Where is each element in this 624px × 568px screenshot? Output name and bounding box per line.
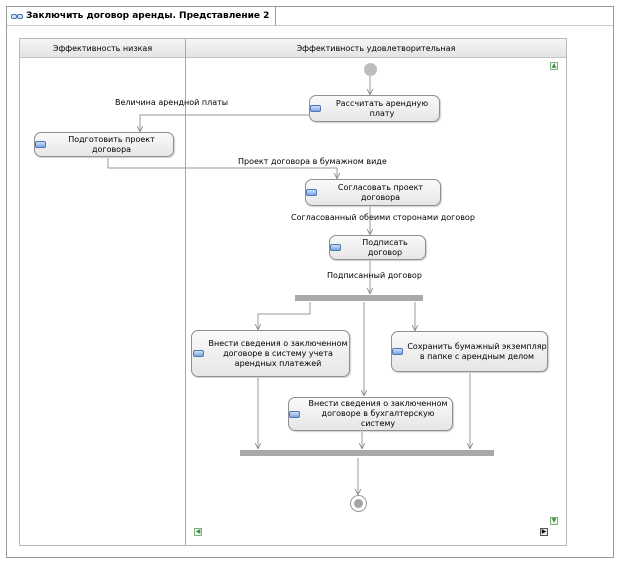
activity-label-line: Сохранить бумажный экземпляр (407, 341, 547, 351)
flow-label-signed-contract: Подписанный договор (327, 271, 422, 280)
activity-icon (289, 410, 300, 418)
activity-label-line: договоре в бухгалтерскую систему (321, 409, 435, 428)
flow-label-paper-draft: Проект договора в бумажном виде (238, 157, 387, 166)
activity-label: Сохранить бумажный экземпляр в папке с а… (407, 342, 546, 362)
activity-label-line: Внести сведения о заключенном (308, 399, 448, 408)
activity-icon (306, 189, 317, 196)
fork-bar[interactable] (295, 295, 423, 301)
flow-fork-to-record-rent (258, 302, 311, 329)
flow-calc-to-prepare (140, 114, 310, 131)
activity-label: Внести сведения о заключенном договоре в… (304, 399, 452, 429)
flow-prepare-to-approve (107, 156, 337, 178)
diagram-icon (11, 13, 23, 19)
activity-icon (35, 141, 46, 148)
activity-label-line: Внести сведения о заключенном (208, 338, 348, 348)
title-separator (7, 25, 613, 26)
lane-divider (185, 39, 186, 545)
activity-label: Согласовать проект договора (337, 182, 424, 202)
activity-icon (193, 350, 205, 357)
activity-label-line: арендных платежей (234, 358, 322, 368)
activity-save-paper[interactable]: Сохранить бумажный экземпляр в папке с а… (391, 331, 548, 372)
activity-icon (330, 244, 341, 251)
final-node-inner (354, 499, 363, 508)
activity-label-line: в папке с арендным делом (419, 351, 535, 361)
activity-prepare-draft[interactable]: Подготовить проект договора (34, 132, 174, 157)
initial-node[interactable] (364, 63, 377, 76)
activity-label: Рассчитать арендную плату (335, 98, 429, 118)
scroll-left-icon[interactable]: ◀ (194, 528, 202, 536)
join-bar[interactable] (240, 450, 494, 456)
activity-sign[interactable]: Подписать договор (329, 235, 426, 260)
activity-label: Внести сведения о заключенном договоре в… (208, 339, 347, 369)
final-node[interactable] (350, 495, 367, 512)
flow-label-rent-amount: Величина арендной платы (115, 98, 229, 107)
diagram-canvas[interactable] (19, 38, 567, 546)
activity-icon (310, 105, 321, 112)
lane-header-satisfactory: Эффективность удовлетворительная (186, 39, 566, 58)
activity-label-line: договоре в систему учета (223, 348, 333, 358)
activity-icon (392, 348, 404, 355)
lane-header-low: Эффективность низкая (20, 39, 185, 58)
scroll-down-icon[interactable]: ▼ (550, 517, 558, 525)
activity-label: Подготовить проект договора (68, 134, 155, 154)
scroll-up-icon[interactable]: ▲ (550, 62, 558, 70)
activity-approve-draft[interactable]: Согласовать проект договора (305, 179, 441, 206)
view-frame (6, 6, 614, 558)
scroll-right-icon[interactable]: ▶ (540, 528, 548, 536)
activity-label: Подписать договор (362, 237, 408, 257)
flow-label-agreed-contract: Согласованный обеими сторонами договор (291, 213, 475, 222)
activity-record-rent-system[interactable]: Внести сведения о заключенном договоре в… (191, 330, 350, 377)
view-title: Заключить договор аренды. Представление … (26, 11, 270, 21)
activity-record-accounting[interactable]: Внести сведения о заключенном договоре в… (288, 397, 453, 431)
activity-calc-rent[interactable]: Рассчитать арендную плату (309, 95, 440, 122)
